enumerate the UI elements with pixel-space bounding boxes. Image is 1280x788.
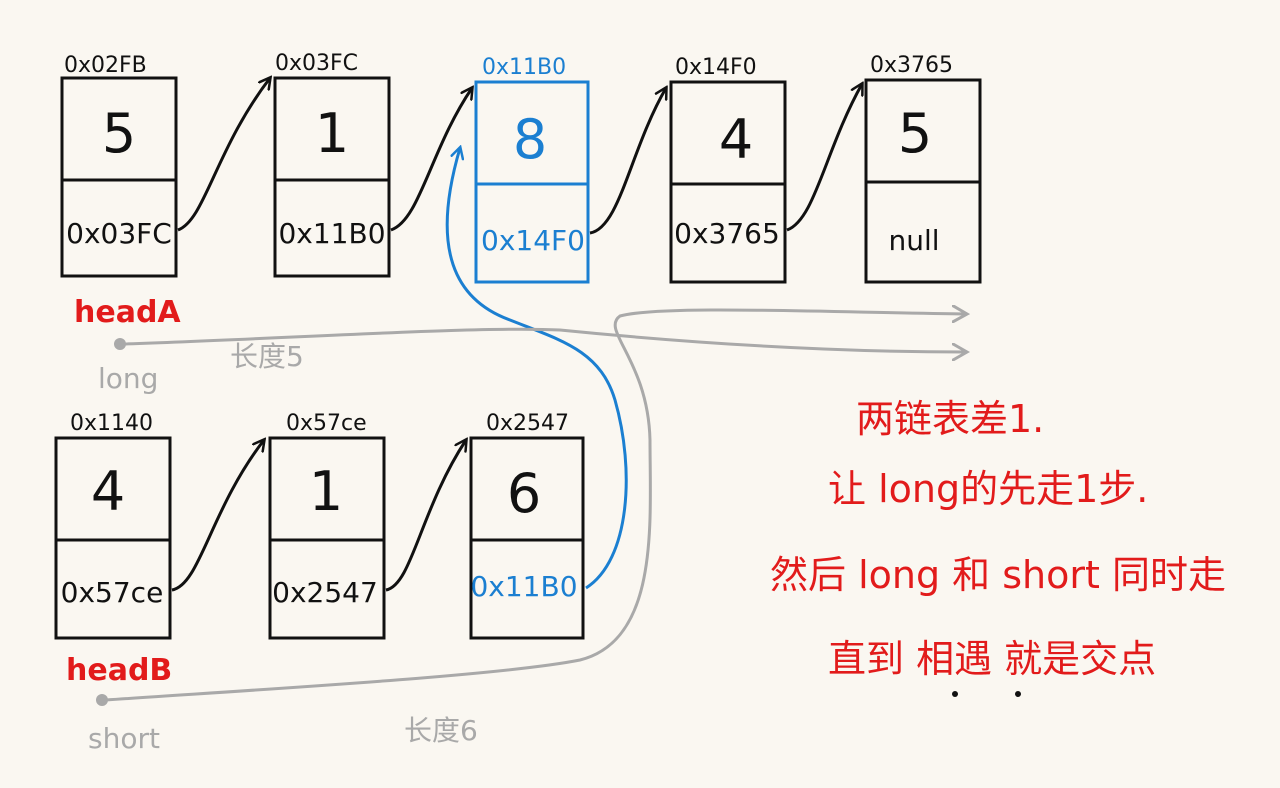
node-address: 0x14F0 bbox=[675, 55, 757, 80]
node-next-pointer: null bbox=[888, 224, 939, 257]
note-line-1: 两链表差1. bbox=[856, 397, 1044, 441]
node-value: 6 bbox=[507, 462, 541, 525]
arrow-a2-to-a3 bbox=[589, 88, 666, 235]
short-length-label: 长度6 bbox=[404, 714, 478, 747]
node-address: 0x3765 bbox=[870, 53, 953, 78]
long-pointer-label: long bbox=[98, 362, 158, 395]
node-value: 1 bbox=[309, 460, 343, 523]
arrow-a3-to-a4 bbox=[786, 84, 862, 232]
long-pointer: long 长度5 bbox=[98, 327, 966, 395]
node-next-pointer: 0x2547 bbox=[272, 576, 378, 609]
arrow-a1-to-a2 bbox=[390, 88, 472, 232]
node-value: 4 bbox=[91, 460, 125, 523]
node-value: 8 bbox=[513, 108, 547, 171]
list-b-node-0: 0x1140 4 0x57ce bbox=[54, 411, 172, 640]
arrow-b2-to-intersection bbox=[445, 148, 628, 590]
list-a-node-2-intersection: 0x11B0 8 0x14F0 bbox=[474, 55, 590, 284]
node-address: 0x03FC bbox=[275, 51, 358, 76]
short-pointer: short 长度6 bbox=[88, 310, 966, 755]
node-address: 0x02FB bbox=[64, 53, 147, 78]
node-next-pointer: 0x11B0 bbox=[278, 217, 385, 250]
long-length-label: 长度5 bbox=[230, 340, 304, 373]
arrow-a0-to-a1 bbox=[177, 78, 270, 232]
head-a-label: headA bbox=[74, 295, 181, 330]
node-value: 4 bbox=[719, 108, 753, 171]
node-next-pointer: 0x3765 bbox=[674, 217, 780, 250]
note-line-4: 直到 相遇 就是交点 bbox=[828, 637, 1156, 681]
explanation-notes: 两链表差1. 让 long的先走1步. 然后 long 和 short 同时走 … bbox=[770, 397, 1226, 697]
head-b-label: headB bbox=[66, 653, 172, 688]
node-address: 0x1140 bbox=[70, 411, 153, 436]
node-address: 0x11B0 bbox=[482, 55, 566, 80]
list-a-node-3: 0x14F0 4 0x3765 bbox=[669, 55, 787, 284]
short-pointer-label: short bbox=[88, 722, 160, 755]
list-b-node-2: 0x2547 6 0x11B0 bbox=[469, 411, 585, 640]
note-line-2: 让 long的先走1步. bbox=[828, 467, 1148, 511]
list-a-node-4: 0x3765 5 null bbox=[864, 53, 982, 284]
node-next-pointer: 0x57ce bbox=[61, 576, 164, 609]
arrow-b0-to-b1 bbox=[171, 440, 264, 592]
node-address: 0x2547 bbox=[486, 411, 569, 436]
node-value: 1 bbox=[315, 102, 349, 165]
node-next-pointer: 0x11B0 bbox=[470, 570, 577, 603]
node-value: 5 bbox=[102, 102, 136, 165]
node-next-pointer: 0x14F0 bbox=[481, 224, 585, 257]
node-address: 0x57ce bbox=[286, 411, 367, 436]
emphasis-dot bbox=[1015, 691, 1021, 697]
list-b-node-1: 0x57ce 1 0x2547 bbox=[268, 411, 386, 640]
note-line-3: 然后 long 和 short 同时走 bbox=[770, 553, 1226, 597]
node-value: 5 bbox=[898, 102, 932, 165]
node-next-pointer: 0x03FC bbox=[66, 217, 172, 250]
list-a-node-0: 0x02FB 5 0x03FC bbox=[60, 53, 178, 278]
list-a-node-1: 0x03FC 1 0x11B0 bbox=[273, 51, 391, 278]
emphasis-dot bbox=[952, 691, 958, 697]
arrow-b1-to-b2 bbox=[385, 440, 466, 592]
